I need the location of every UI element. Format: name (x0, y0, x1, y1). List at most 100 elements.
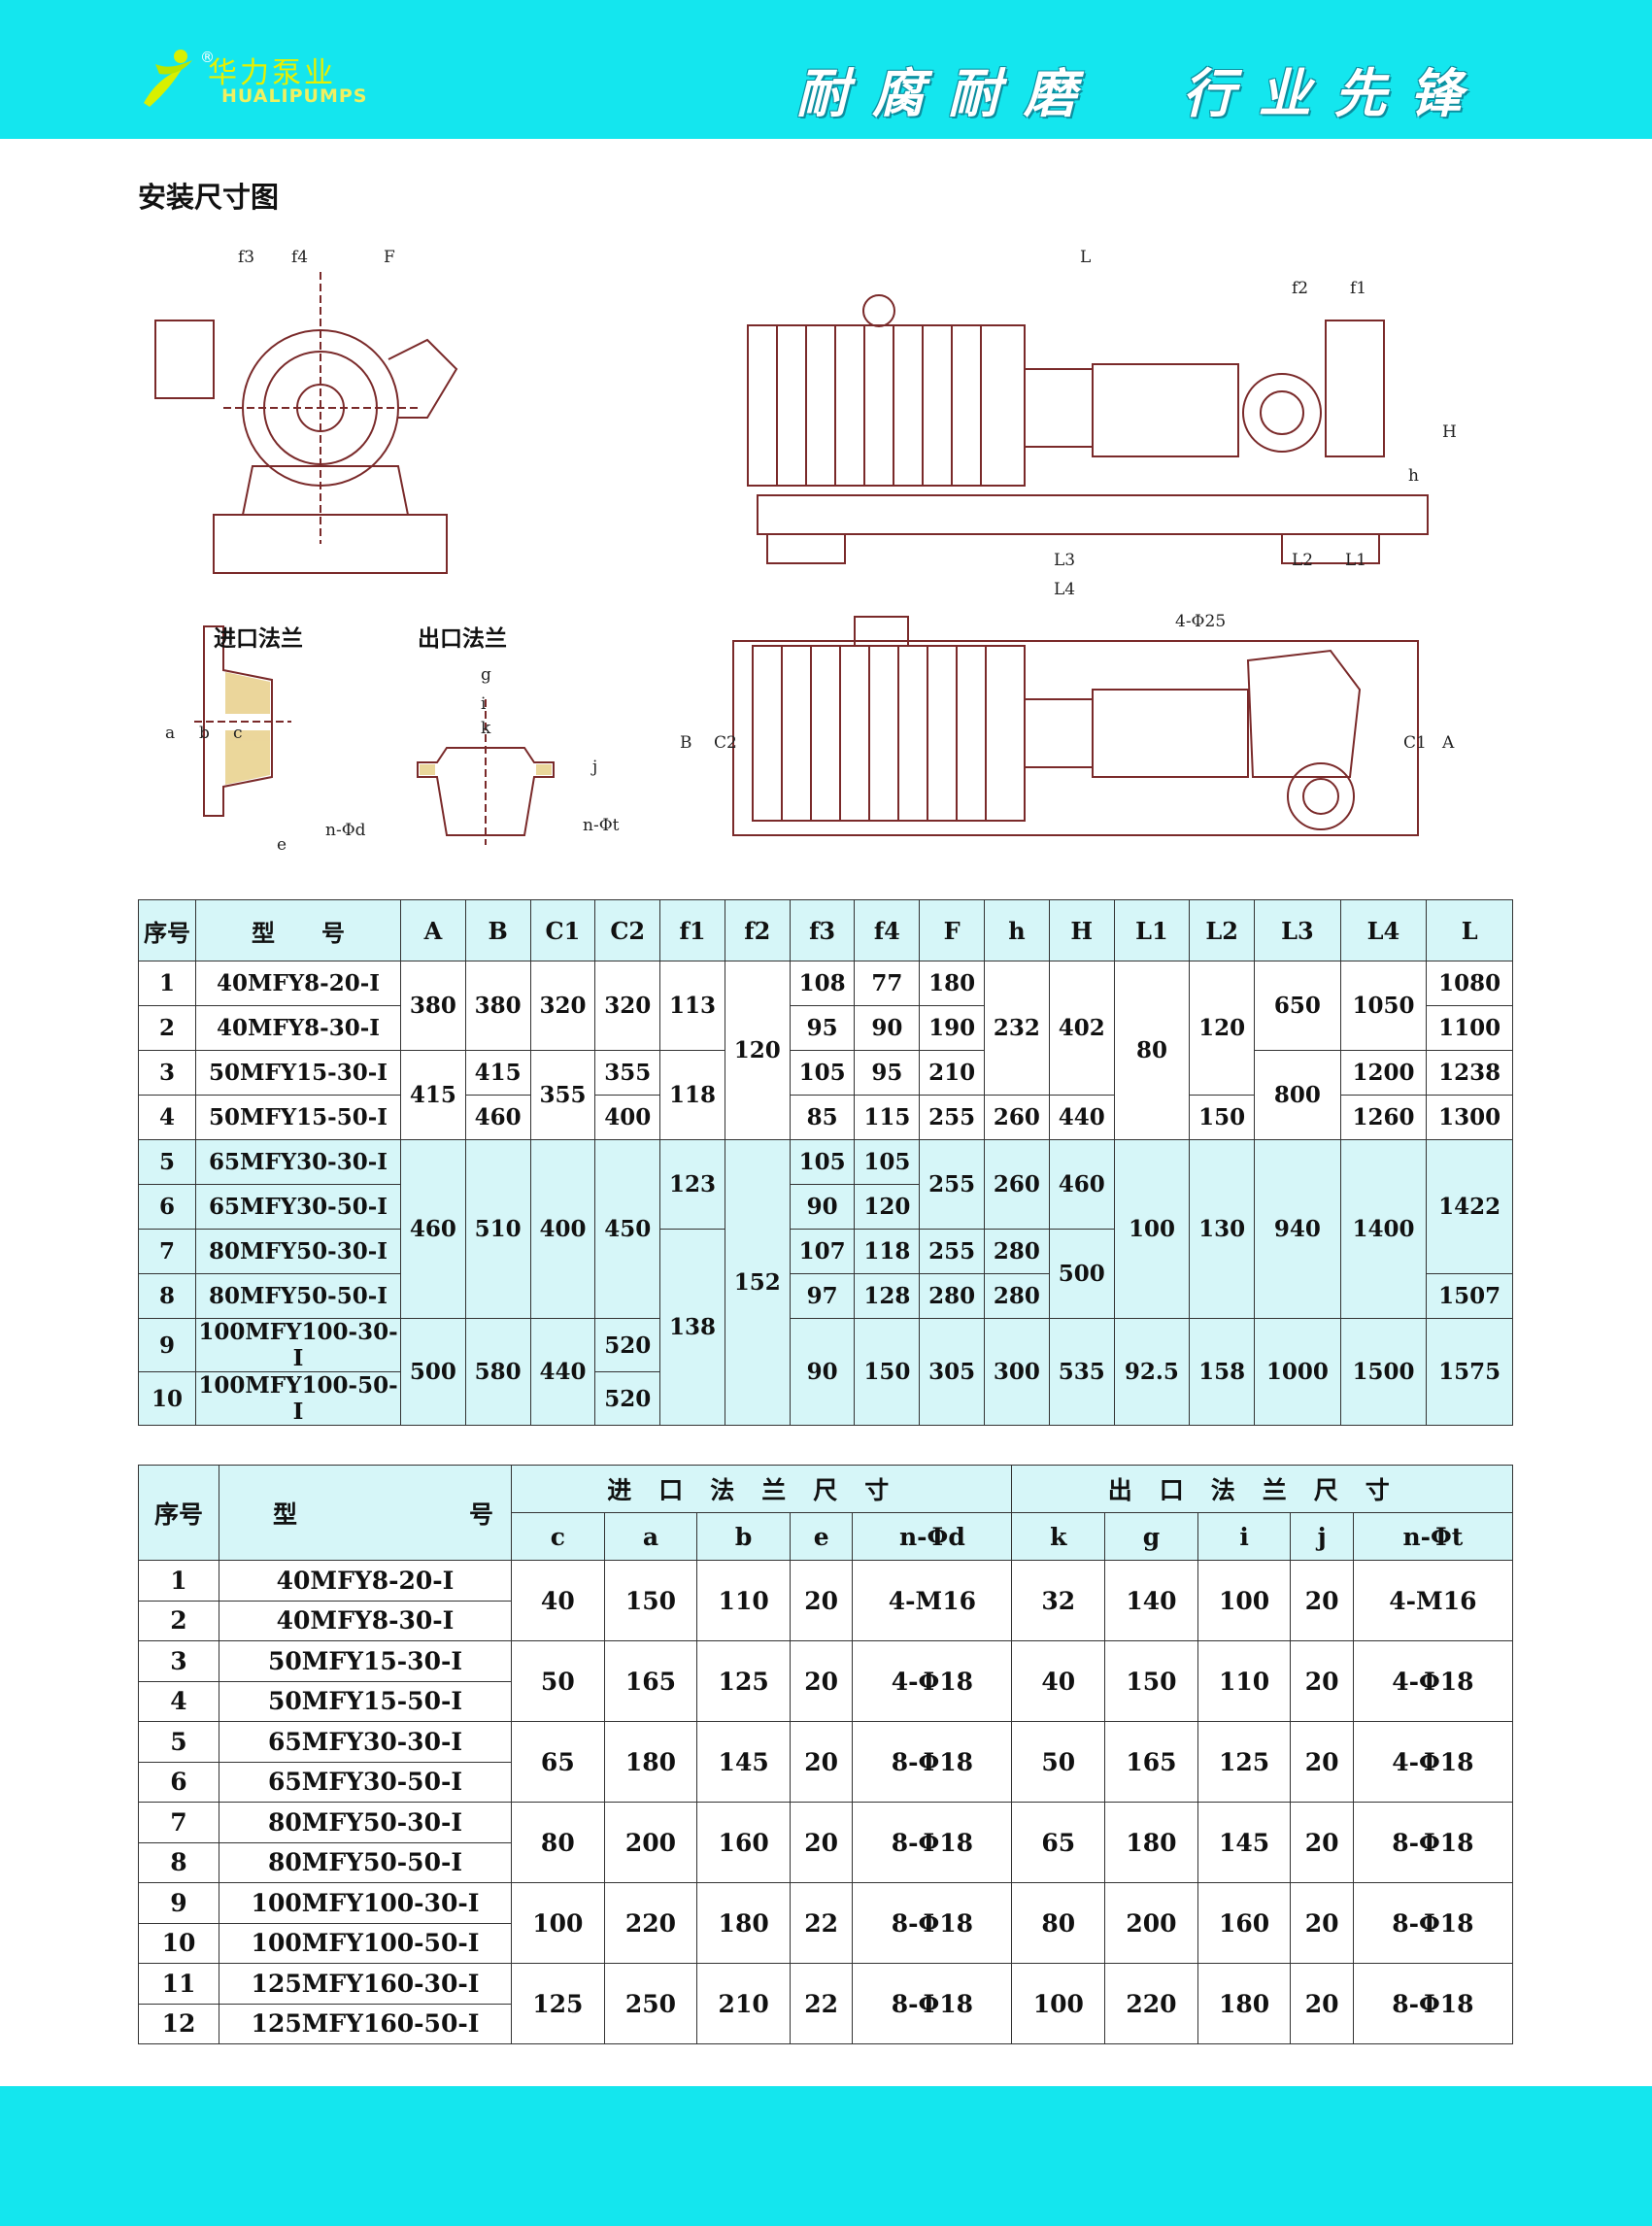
cell-L1: 100 (1113, 1139, 1191, 1319)
cell-C2: 400 (594, 1095, 661, 1140)
cell-no: 5 (138, 1139, 196, 1185)
cell-g: 220 (1104, 1963, 1198, 2044)
cell-model: 125MFY160-50-I (219, 2003, 512, 2044)
cell-h: 232 (984, 961, 1050, 1096)
cell-g: 180 (1104, 1802, 1198, 1883)
cell-A: 460 (400, 1139, 466, 1319)
cell-n-phi-t: 4-M16 (1352, 1560, 1514, 1641)
cell-h: 300 (984, 1318, 1050, 1426)
cell-model: 80MFY50-50-I (219, 1841, 512, 1883)
cell-c: 50 (511, 1640, 605, 1722)
cell-L: 1575 (1426, 1318, 1513, 1426)
cell-no: 4 (138, 1680, 219, 1722)
cell-n-phi-t: 8-Φ18 (1352, 1802, 1514, 1883)
cell-f4: 77 (854, 961, 921, 1006)
cell-i: 145 (1197, 1802, 1292, 1883)
dim-e: e (277, 835, 287, 855)
cell-a: 220 (603, 1882, 698, 1964)
cell-c: 100 (511, 1882, 605, 1964)
cell-H: 440 (1048, 1095, 1115, 1140)
cell-L: 1080 (1426, 961, 1513, 1006)
cell-f3: 85 (789, 1095, 856, 1140)
cell-n-phi-d: 4-Φ18 (852, 1640, 1013, 1722)
dim-j: j (590, 758, 597, 777)
cell-no: 10 (138, 1371, 196, 1426)
section-title: 安装尺寸图 (138, 181, 280, 214)
col-g: g (1104, 1512, 1198, 1561)
cell-f3: 90 (789, 1318, 856, 1426)
pump-motor-side-view-drawing (747, 294, 1429, 564)
logo-chinese-name: 华力泵业 (208, 56, 336, 90)
col-b: b (696, 1512, 791, 1561)
cell-C1: 320 (529, 961, 596, 1051)
logo-english-name: HUALIPUMPS (221, 85, 368, 107)
col-model: 型 号 (195, 899, 401, 961)
cell-L4: 1260 (1339, 1095, 1428, 1140)
cell-model: 80MFY50-30-I (195, 1229, 401, 1274)
dim-A: A (1441, 733, 1455, 753)
cell-L: 1238 (1426, 1050, 1513, 1096)
col-A: A (400, 899, 466, 961)
dimension-table: 序号 型 号 A B C1 C2 f1 f2 f3 f4 F h H L1 L2… (138, 899, 1513, 1426)
cell-k: 80 (1011, 1882, 1106, 1964)
cell-no: 7 (138, 1229, 196, 1274)
cell-j: 20 (1290, 1640, 1354, 1722)
dim-L3: L3 (1054, 551, 1075, 570)
cell-model: 65MFY30-30-I (219, 1721, 512, 1763)
cell-i: 110 (1197, 1640, 1292, 1722)
cell-f2: 152 (724, 1139, 791, 1426)
cell-e: 20 (789, 1560, 854, 1641)
col-F: F (919, 899, 986, 961)
cell-h: 280 (984, 1273, 1050, 1319)
cell-k: 65 (1011, 1802, 1106, 1883)
outlet-flange-drawing (417, 699, 555, 845)
cell-L2: 130 (1189, 1139, 1256, 1319)
cell-g: 200 (1104, 1882, 1198, 1964)
dim-C2: C2 (714, 733, 737, 753)
cell-e: 20 (789, 1802, 854, 1883)
col-no: 序号 (138, 899, 196, 961)
cell-j: 20 (1290, 1963, 1354, 2044)
cell-f4: 90 (854, 1005, 921, 1051)
cell-L3: 650 (1254, 961, 1341, 1051)
cell-g: 140 (1104, 1560, 1198, 1641)
cell-f3: 105 (789, 1050, 856, 1096)
cell-A: 415 (400, 1050, 466, 1140)
cell-model: 100MFY100-50-I (219, 1922, 512, 1964)
cell-A: 380 (400, 961, 466, 1051)
cell-n-phi-t: 4-Φ18 (1352, 1721, 1514, 1803)
cell-no: 7 (138, 1802, 219, 1843)
cell-L4: 1400 (1339, 1139, 1428, 1319)
dim-f3: f3 (238, 248, 254, 267)
col-c: c (511, 1512, 605, 1561)
cell-e: 22 (789, 1882, 854, 1964)
table-row: 9 100MFY100-30-I 500 580 440 520 90 150 … (138, 1318, 1513, 1426)
cell-model: 40MFY8-20-I (195, 961, 401, 1006)
cell-b: 110 (696, 1560, 791, 1641)
cell-i: 180 (1197, 1963, 1292, 2044)
cell-no: 4 (138, 1095, 196, 1140)
dim-a: a (165, 724, 175, 743)
cell-C2: 355 (594, 1050, 661, 1096)
cell-a: 180 (603, 1721, 698, 1803)
col-L3: L3 (1254, 899, 1341, 961)
cell-L3: 1000 (1254, 1318, 1341, 1426)
cell-c: 125 (511, 1963, 605, 2044)
cell-L4: 1500 (1339, 1318, 1428, 1426)
inlet-flange-group-header: 进口法兰尺寸 (510, 1465, 1013, 1513)
col-C1: C1 (529, 899, 596, 961)
col-L2: L2 (1189, 899, 1256, 961)
cell-j: 20 (1290, 1560, 1354, 1641)
cell-C1: 355 (529, 1050, 596, 1140)
cell-model: 40MFY8-30-I (219, 1600, 512, 1641)
dim-H: H (1442, 422, 1457, 442)
cell-L3: 940 (1254, 1139, 1341, 1319)
cell-k: 50 (1011, 1721, 1106, 1803)
cell-L1: 80 (1113, 961, 1191, 1140)
cell-j: 20 (1290, 1721, 1354, 1803)
